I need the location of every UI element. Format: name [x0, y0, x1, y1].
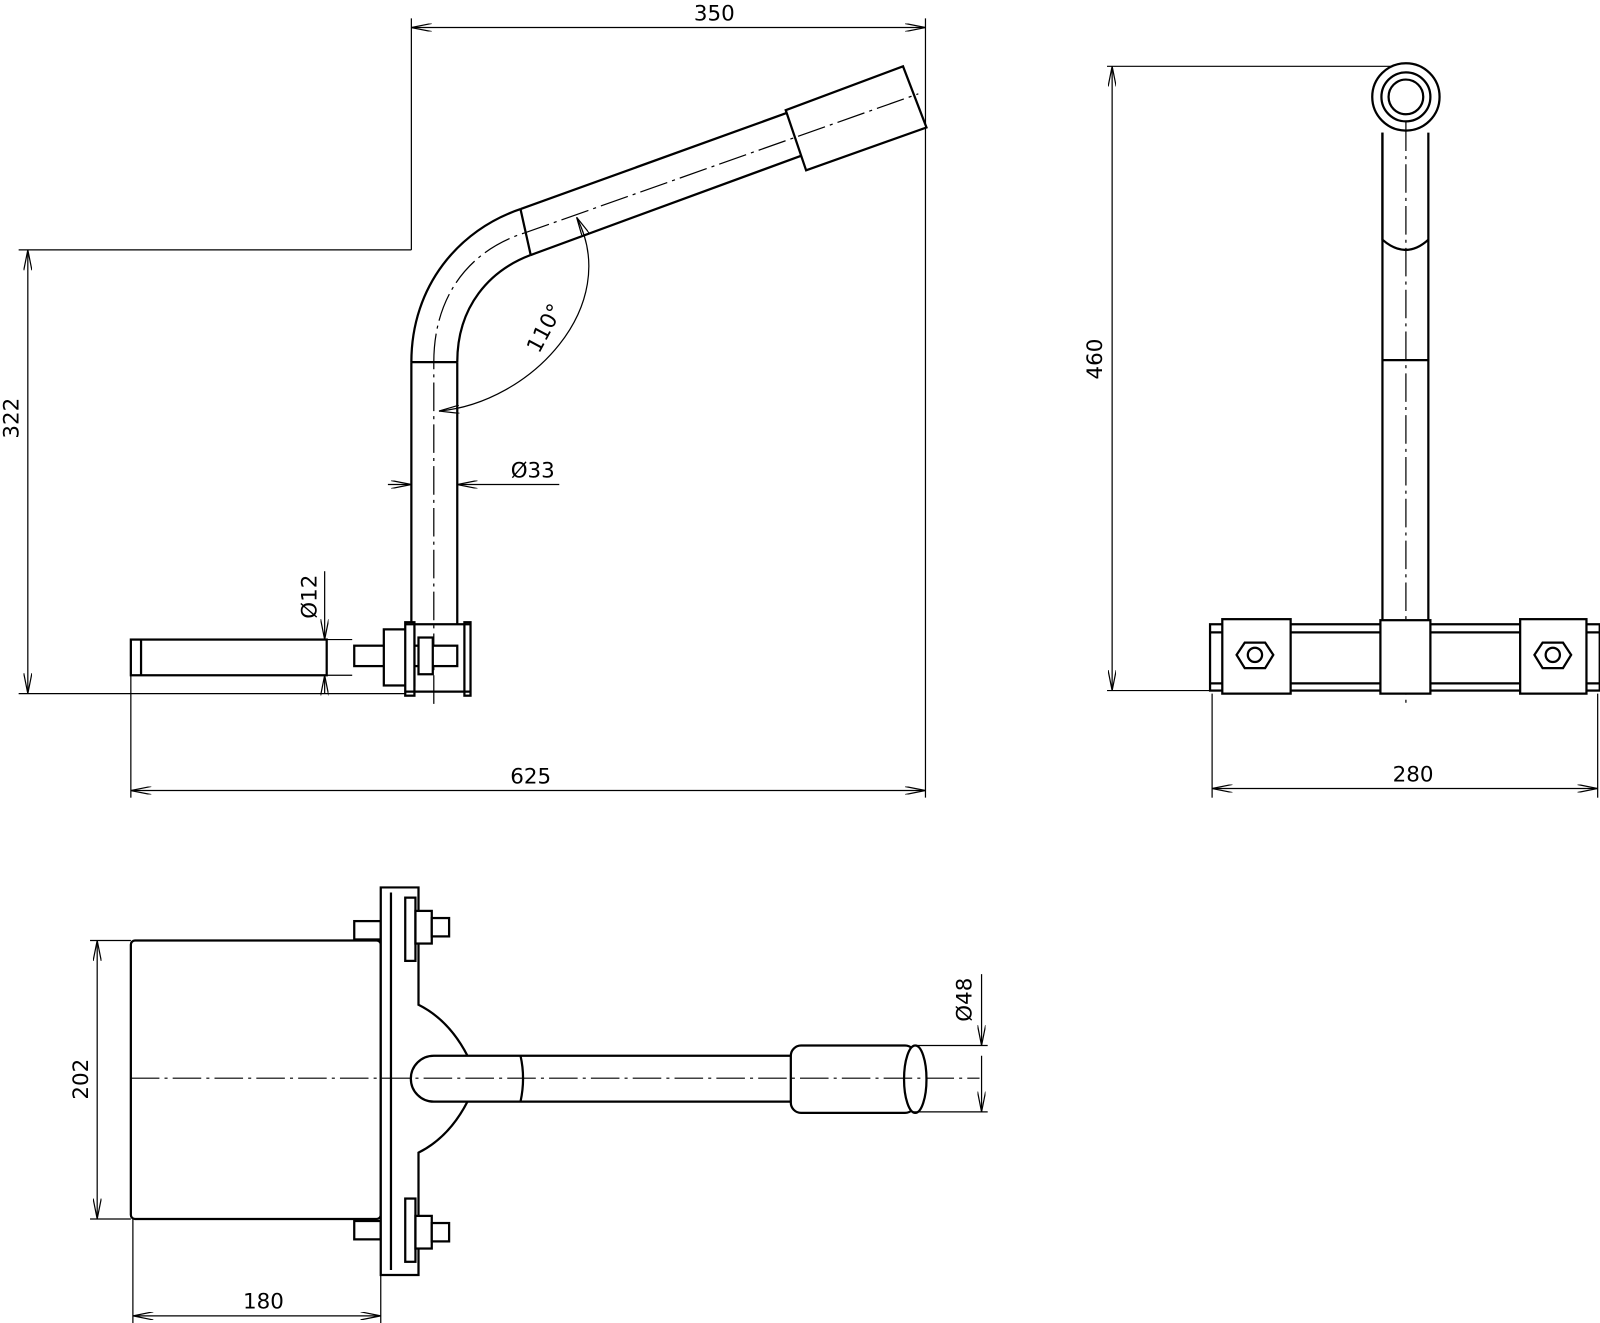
dimension-202: 202 — [69, 939, 131, 1220]
dimension-180: 180 — [132, 1218, 382, 1323]
dim-label-110: 110° — [522, 300, 568, 357]
dim-label-202: 202 — [69, 1059, 94, 1100]
dim-label-350: 350 — [694, 1, 735, 26]
side-view: 460 — [1083, 62, 1600, 798]
dim-label-180: 180 — [243, 1290, 284, 1315]
mounting-box — [129, 939, 382, 1221]
dim-label-d12: Ø12 — [297, 575, 322, 619]
dim-label-625: 625 — [510, 764, 551, 789]
dim-label-d48: Ø48 — [952, 978, 977, 1022]
dim-label-d33: Ø33 — [511, 458, 555, 483]
dimension-d33: Ø33 — [387, 458, 560, 484]
dimension-625: 625 — [130, 675, 926, 798]
dimension-d48: Ø48 — [913, 974, 988, 1113]
hex-nut-icon — [1533, 641, 1573, 670]
dimension-110-angle: 110° — [439, 217, 589, 411]
dim-label-322: 322 — [0, 398, 25, 439]
front-view: 350 322 110° Ø33 — [0, 1, 928, 798]
base-bar-side — [1208, 618, 1600, 695]
top-view: 202 Ø48 — [69, 886, 988, 1323]
dimension-280: 280 — [1211, 693, 1599, 798]
pole-side — [1371, 62, 1441, 704]
dim-label-460: 460 — [1083, 339, 1108, 380]
arm-top — [130, 1044, 980, 1114]
dimension-d12: Ø12 — [297, 571, 353, 693]
base-clamp — [129, 621, 472, 697]
dimension-460: 460 — [1083, 65, 1406, 692]
dim-label-280: 280 — [1393, 762, 1434, 787]
pole-bent — [410, 64, 928, 704]
dimension-350: 350 — [410, 1, 927, 798]
dimension-322: 322 — [0, 249, 412, 695]
hex-nut-icon — [1235, 641, 1275, 670]
